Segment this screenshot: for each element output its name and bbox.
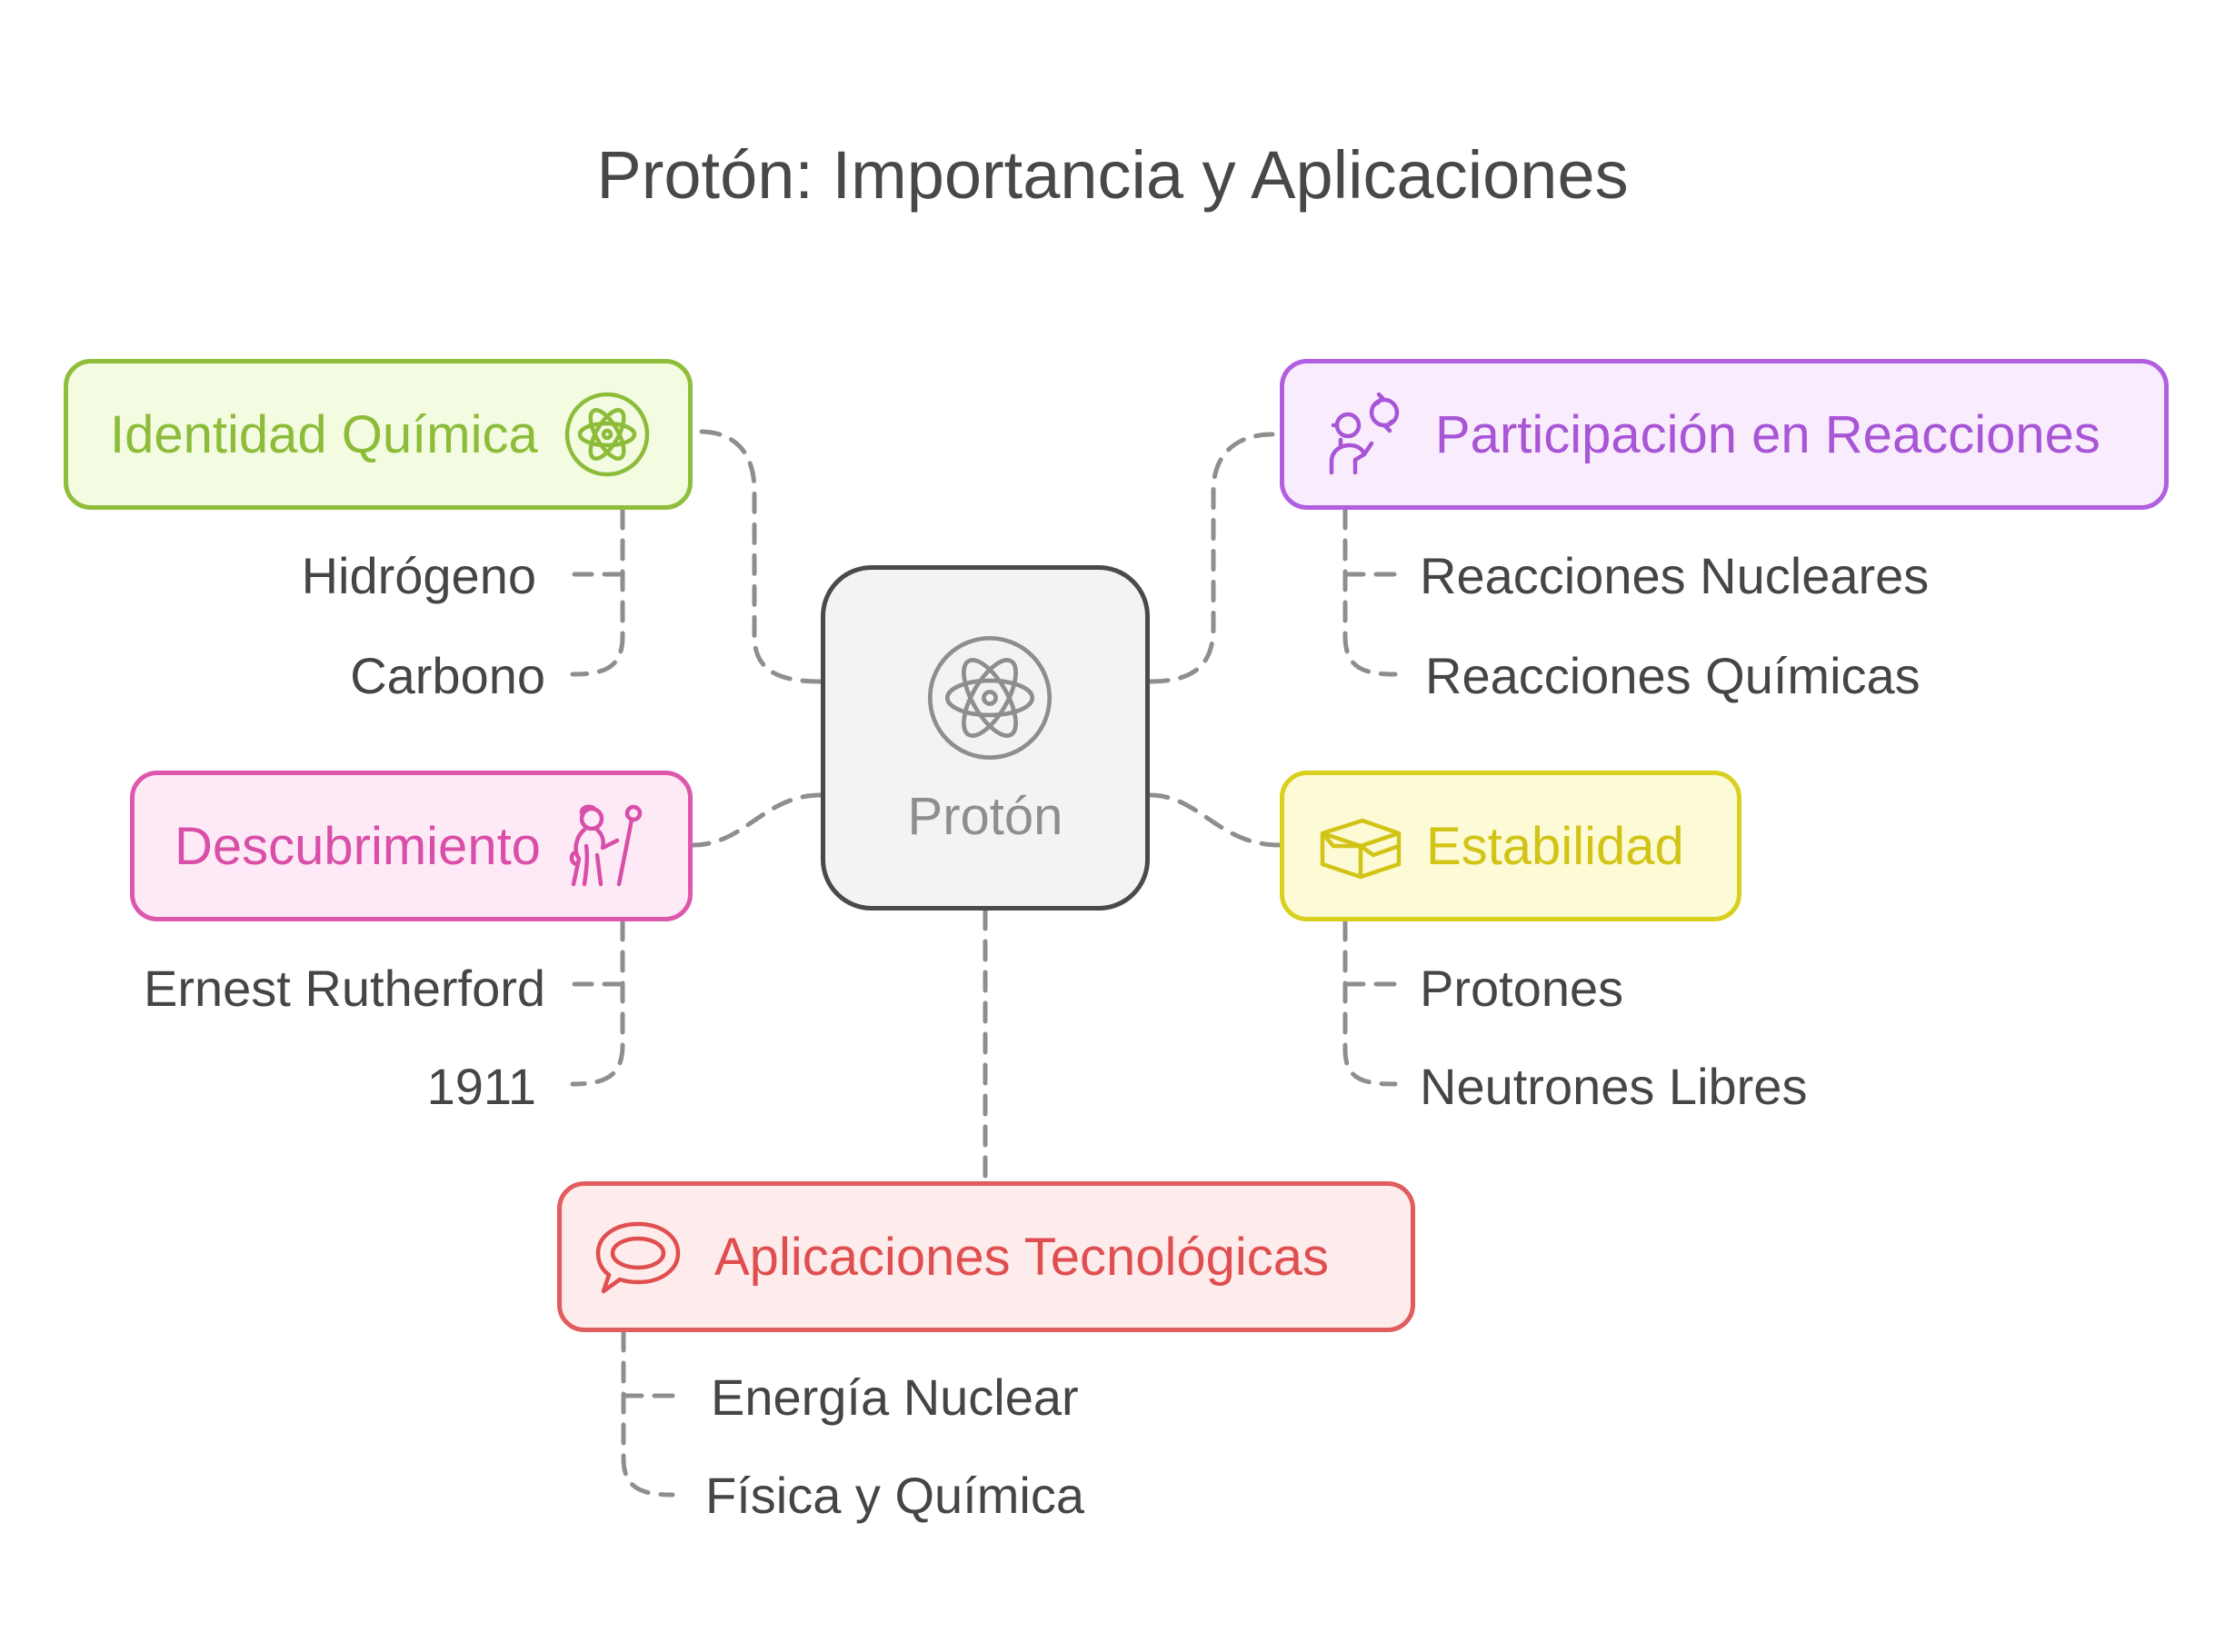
branch-aplicaciones-tecnologicas: Aplicaciones Tecnológicas bbox=[557, 1181, 1415, 1332]
branch-label: Estabilidad bbox=[1426, 816, 1684, 876]
leaf-connector-estabilidad bbox=[1342, 919, 1398, 1087]
leaf-connector-descubrimiento bbox=[570, 919, 625, 1087]
leaf-1911: 1911 bbox=[426, 1058, 536, 1115]
diagram-title: Protón: Importancia y Aplicaciones bbox=[596, 137, 1629, 213]
leaf-connector-identidad bbox=[570, 507, 625, 677]
atom-icon bbox=[562, 389, 653, 480]
leaf-hidrogeno: Hidrógeno bbox=[301, 547, 536, 604]
leaf-reacciones-nucleares: Reacciones Nucleares bbox=[1420, 547, 1930, 604]
leaf-ernest-rutherford: Ernest Rutherford bbox=[144, 960, 545, 1017]
leaf-connector-aplicaciones bbox=[621, 1329, 675, 1498]
branch-estabilidad: Estabilidad bbox=[1280, 771, 1741, 921]
center-node: Protón bbox=[821, 565, 1150, 911]
scientist-icon bbox=[561, 801, 652, 891]
leaf-fisica-y-quimica: Física y Química bbox=[705, 1467, 1084, 1524]
branch-label: Participación en Reacciones bbox=[1435, 404, 2100, 464]
leaf-neutrones-libres: Neutrones Libres bbox=[1420, 1058, 1808, 1115]
branch-descubrimiento: Descubrimiento bbox=[130, 771, 693, 921]
connector-participacion bbox=[1147, 432, 1275, 684]
leaf-protones: Protones bbox=[1420, 960, 1624, 1017]
atom-icon bbox=[923, 632, 1056, 764]
center-label: Protón bbox=[907, 787, 1063, 846]
connector-descubrimiento bbox=[690, 792, 823, 848]
branch-label: Identidad Química bbox=[110, 404, 538, 464]
leaf-energia-nuclear: Energía Nuclear bbox=[711, 1368, 1079, 1426]
connector-estabilidad bbox=[1147, 792, 1282, 848]
open-box-icon bbox=[1315, 801, 1406, 891]
branch-label: Aplicaciones Tecnológicas bbox=[714, 1227, 1330, 1287]
connector-identidad bbox=[697, 429, 823, 684]
branch-identidad-quimica: Identidad Química bbox=[64, 359, 693, 510]
branch-participacion-en-reacciones: Participación en Reacciones bbox=[1280, 359, 2169, 510]
leaf-reacciones-quimicas: Reacciones Químicas bbox=[1425, 647, 1921, 704]
branch-label: Descubrimiento bbox=[175, 816, 541, 876]
leaf-carbono: Carbono bbox=[350, 647, 545, 704]
speech-bubble-icon bbox=[593, 1211, 683, 1302]
leaf-connector-participacion bbox=[1342, 507, 1398, 677]
reaction-person-icon bbox=[1321, 389, 1412, 480]
